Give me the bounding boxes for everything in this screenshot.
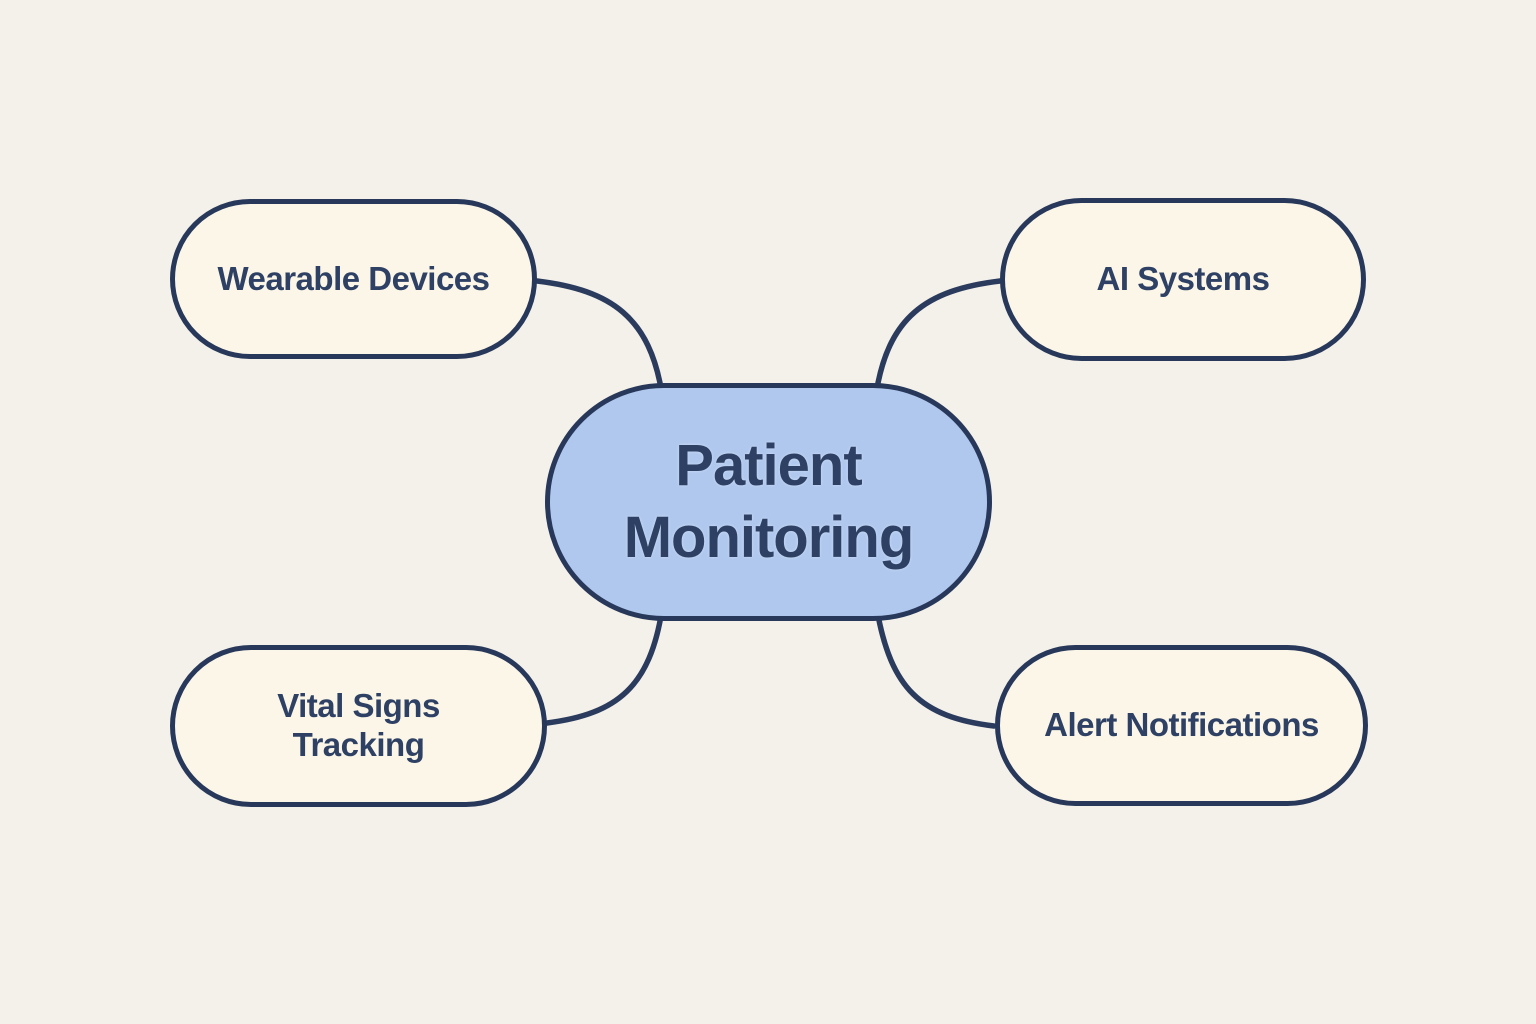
node-ai-systems[interactable]: AI Systems [1000,198,1366,361]
connector-ai-systems-to-center [873,278,1003,397]
connector-vital-signs-to-center [544,607,665,726]
connector-wearable-devices-to-center [534,278,665,397]
node-ai-systems-label: AI Systems [1096,260,1270,298]
node-wearable-devices[interactable]: Wearable Devices [170,199,537,359]
node-patient-monitoring[interactable]: Patient Monitoring [545,383,992,621]
node-alert-notifications-label: Alert Notifications [1044,706,1319,744]
connector-alert-notifications-to-center [874,607,997,729]
node-vital-signs-tracking-label: Vital Signs Tracking [277,687,440,763]
node-patient-monitoring-label: Patient Monitoring [623,432,915,571]
node-alert-notifications[interactable]: Alert Notifications [995,645,1368,806]
node-wearable-devices-label: Wearable Devices [217,259,490,297]
node-vital-signs-tracking[interactable]: Vital Signs Tracking [170,645,547,807]
